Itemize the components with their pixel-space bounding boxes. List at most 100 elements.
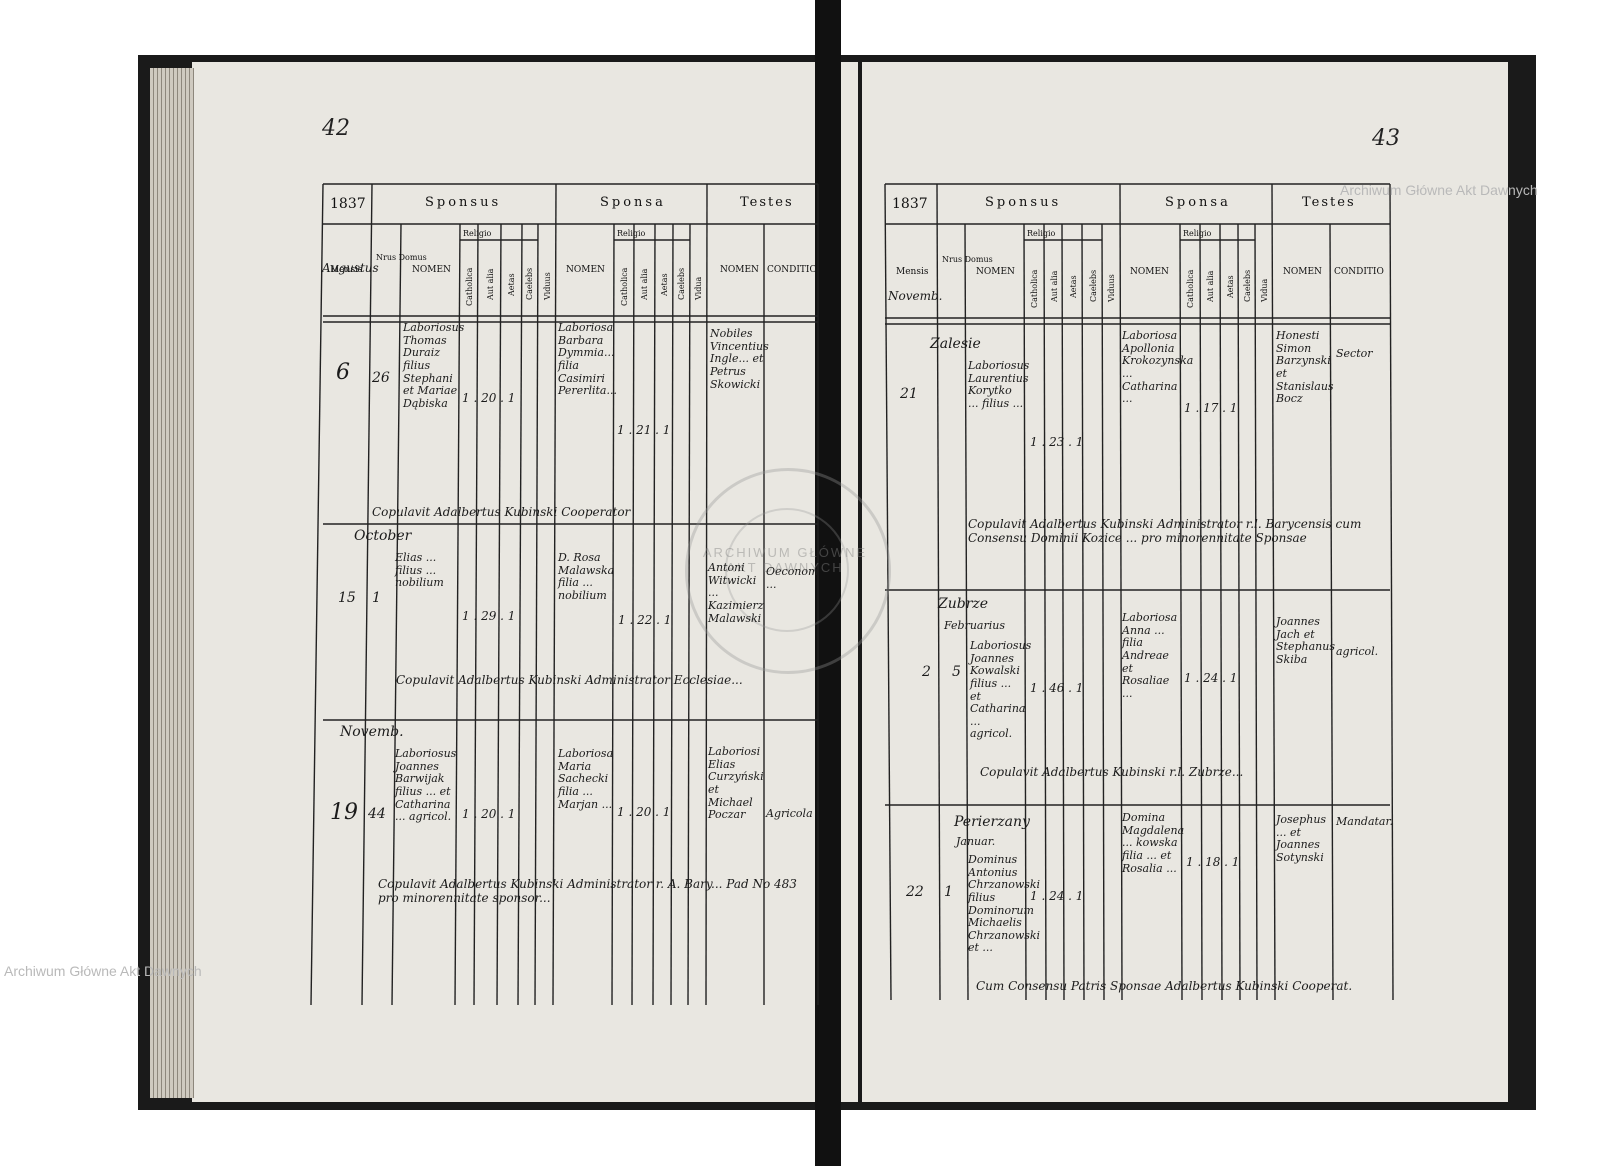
left-entry-2-house: 1 xyxy=(372,590,381,606)
left-entry-3-month: Novemb. xyxy=(340,724,404,740)
left-year: 1837 xyxy=(330,196,366,212)
right-page xyxy=(862,62,1508,1102)
left-entry-3-house: 44 xyxy=(368,806,386,822)
left-entry-3-note: Copulavit Adalbertus Kubinski Administra… xyxy=(378,877,797,905)
left-sponsa-catholica: Catholica xyxy=(620,267,629,306)
right-sponsa-aut-alia: Aut alia xyxy=(1206,270,1215,303)
right-entry-1-day: 21 xyxy=(900,386,918,402)
right-entry-1-conditio: Sector xyxy=(1336,347,1373,360)
watermark-top-right: Archiwum Główne Akt Dawnych xyxy=(1340,182,1538,198)
left-month-heading: Augustus xyxy=(322,261,379,275)
left-entry-1-sponsa-stats: 1 . 21 . 1 xyxy=(617,423,671,437)
right-entry-3-sponsus-stats: 1 . 24 . 1 xyxy=(1030,889,1084,903)
left-sponsa-vidua: Vidua xyxy=(694,277,703,301)
left-entry-3-sponsus: Laboriosus Joannes Barwijak filius ... e… xyxy=(395,747,457,824)
right-entry-2-sponsa: Laboriosa Anna ... filia Andreae et Rosa… xyxy=(1122,611,1178,700)
left-sponsa-header: Sponsa xyxy=(600,195,666,210)
left-page-number: 42 xyxy=(322,116,350,141)
right-entry-3-sponsa: Domina Magdalena ... kowska filia ... et… xyxy=(1122,811,1185,875)
archive-stamp-text: ARCHIWUM GŁÓWNE AKT DAWNYCH xyxy=(702,545,868,575)
right-entry-1-sponsa: Laboriosa Apollonia Krokozynska ... Cath… xyxy=(1122,329,1194,406)
right-entry-2-sponsus: Laboriosus Joannes Kowalski filius ... e… xyxy=(970,639,1032,741)
left-entry-3-sponsa: Laboriosa Maria Sachecki filia ... Marja… xyxy=(558,747,614,811)
left-entry-1-testes: Nobiles Vincentius Ingle... et Petrus Sk… xyxy=(710,327,769,391)
right-sponsa-aetas: Aetas xyxy=(1226,275,1235,299)
right-entry-1-testes: Honesti Simon Barzynski et Stanislaus Bo… xyxy=(1276,329,1334,406)
right-entry-1-sponsus-stats: 1 . 23 . 1 xyxy=(1030,435,1084,449)
left-entry-3-day: 19 xyxy=(330,800,358,825)
right-entry-2-house: 5 xyxy=(952,664,961,680)
right-testes-nomen-header: NOMEN xyxy=(1283,267,1322,277)
right-sponsus-nomen-header: NOMEN xyxy=(976,267,1015,277)
left-sponsa-religio-header: Religio xyxy=(617,229,646,238)
left-testes-header: Testes xyxy=(740,195,794,210)
left-entry-3-conditio: Agricola xyxy=(766,807,813,820)
right-entry-3-place: Perierzany xyxy=(954,814,1030,830)
right-entry-3-sponsus: Dominus Antonius Chrzanowski filius Domi… xyxy=(968,853,1041,955)
right-sponsus-header: Sponsus xyxy=(985,195,1061,210)
right-entry-1-sponsa-stats: 1 . 17 . 1 xyxy=(1184,401,1238,415)
archive-stamp-inner xyxy=(725,508,849,632)
right-entry-3-month: Januar. xyxy=(956,835,996,848)
right-entry-2-sponsus-stats: 1 . 46 . 1 xyxy=(1030,681,1084,695)
right-entry-2-month: Februarius xyxy=(944,619,1005,632)
left-entry-2-sponsus: Elias ... filius ... nobilium xyxy=(395,551,444,590)
left-entry-3-testes: Laboriosi Elias Curzyński et Michael Poc… xyxy=(708,745,764,822)
right-entry-3-sponsa-stats: 1 . 18 . 1 xyxy=(1186,855,1240,869)
right-conditio-header: CONDITIO xyxy=(1334,267,1384,277)
left-entry-1-note: Copulavit Adalbertus Kubinski Cooperator xyxy=(372,505,631,519)
right-entry-2-testes: Joannes Jach et Stephanus Skiba xyxy=(1276,615,1335,666)
left-entry-1-day: 6 xyxy=(336,360,350,385)
right-entry-3-testes: Josephus ... et Joannes Sotynski xyxy=(1276,813,1327,864)
left-sponsus-religio-header: Religio xyxy=(463,229,492,238)
left-entry-2-sponsa-stats: 1 . 22 . 1 xyxy=(618,613,672,627)
right-sponsa-vidua: Vidua xyxy=(1260,279,1269,303)
right-entry-2-place: Zubrze xyxy=(938,596,989,612)
right-entry-2-note: Copulavit Adalbertus Kubinski r.l. Zubrz… xyxy=(980,765,1244,779)
right-sponsus-catholica: Catholica xyxy=(1030,269,1039,308)
page-edges xyxy=(150,68,194,1098)
left-entry-2-day: 15 xyxy=(338,590,356,606)
left-testes-nomen-header: NOMEN xyxy=(720,265,759,275)
right-entry-2-day: 2 xyxy=(922,664,931,680)
right-nrus-domus-header: Nrus Domus xyxy=(942,255,993,264)
right-entry-1-place: Zalesie xyxy=(930,336,981,352)
left-conditio-header: CONDITIO xyxy=(767,265,817,275)
watermark-bottom-left: Archiwum Główne Akt Dawnych xyxy=(4,963,202,979)
left-mensis-header: Mensis xyxy=(330,265,363,275)
archive-stamp xyxy=(685,468,891,674)
right-entry-1-sponsus: Laboriosus Laurentius Korytko ... filius… xyxy=(968,359,1030,410)
left-sponsa-nomen-header: NOMEN xyxy=(566,265,605,275)
left-entry-1-sponsus: Laboriosus Thomas Duraiz filius Stephani… xyxy=(403,321,465,410)
left-sponsus-catholica: Catholica xyxy=(465,267,474,306)
right-sponsus-religio-header: Religio xyxy=(1027,229,1056,238)
left-entry-2-conditio: Oeconom ... xyxy=(766,565,819,591)
right-entry-3-conditio: Mandatar. xyxy=(1336,815,1394,828)
left-entry-2-testes: Antoni Witwicki ... Kazimierz Malawski xyxy=(708,561,764,625)
right-entry-2-sponsa-stats: 1 . 24 . 1 xyxy=(1184,671,1238,685)
right-year: 1837 xyxy=(892,196,928,212)
right-entry-1-note: Copulavit Adalbertus Kubinski Administra… xyxy=(968,517,1362,545)
left-entry-1-house: 26 xyxy=(372,370,390,386)
left-entry-2-sponsus-stats: 1 . 29 . 1 xyxy=(462,609,516,623)
left-sponsus-aetas: Aetas xyxy=(507,273,516,297)
left-entry-2-sponsa: D. Rosa Malawska filia ... nobilium xyxy=(558,551,615,602)
right-sponsus-aut-alia: Aut alia xyxy=(1050,270,1059,303)
left-entry-3-sponsa-stats: 1 . 20 . 1 xyxy=(617,805,671,819)
right-sponsa-catholica: Catholica xyxy=(1186,269,1195,308)
right-entry-3-note: Cum Consensu Patris Sponsae Adalbertus K… xyxy=(976,979,1353,993)
left-sponsus-caelebs: Caelebs xyxy=(525,268,534,300)
right-entry-3-day: 22 xyxy=(906,884,924,900)
right-entry-2-conditio: agricol. xyxy=(1336,645,1379,658)
left-sponsus-viduus: Viduus xyxy=(543,272,552,301)
left-entry-3-sponsus-stats: 1 . 20 . 1 xyxy=(462,807,516,821)
left-nrus-domus-header: Nrus Domus xyxy=(376,253,427,262)
right-sponsa-header: Sponsa xyxy=(1165,195,1231,210)
right-page-number: 43 xyxy=(1372,126,1400,151)
right-sponsa-nomen-header: NOMEN xyxy=(1130,267,1169,277)
right-sponsus-aetas: Aetas xyxy=(1069,275,1078,299)
right-testes-header: Testes xyxy=(1302,195,1356,210)
left-entry-2-note: Copulavit Adalbertus Kubinski Administra… xyxy=(396,673,743,687)
